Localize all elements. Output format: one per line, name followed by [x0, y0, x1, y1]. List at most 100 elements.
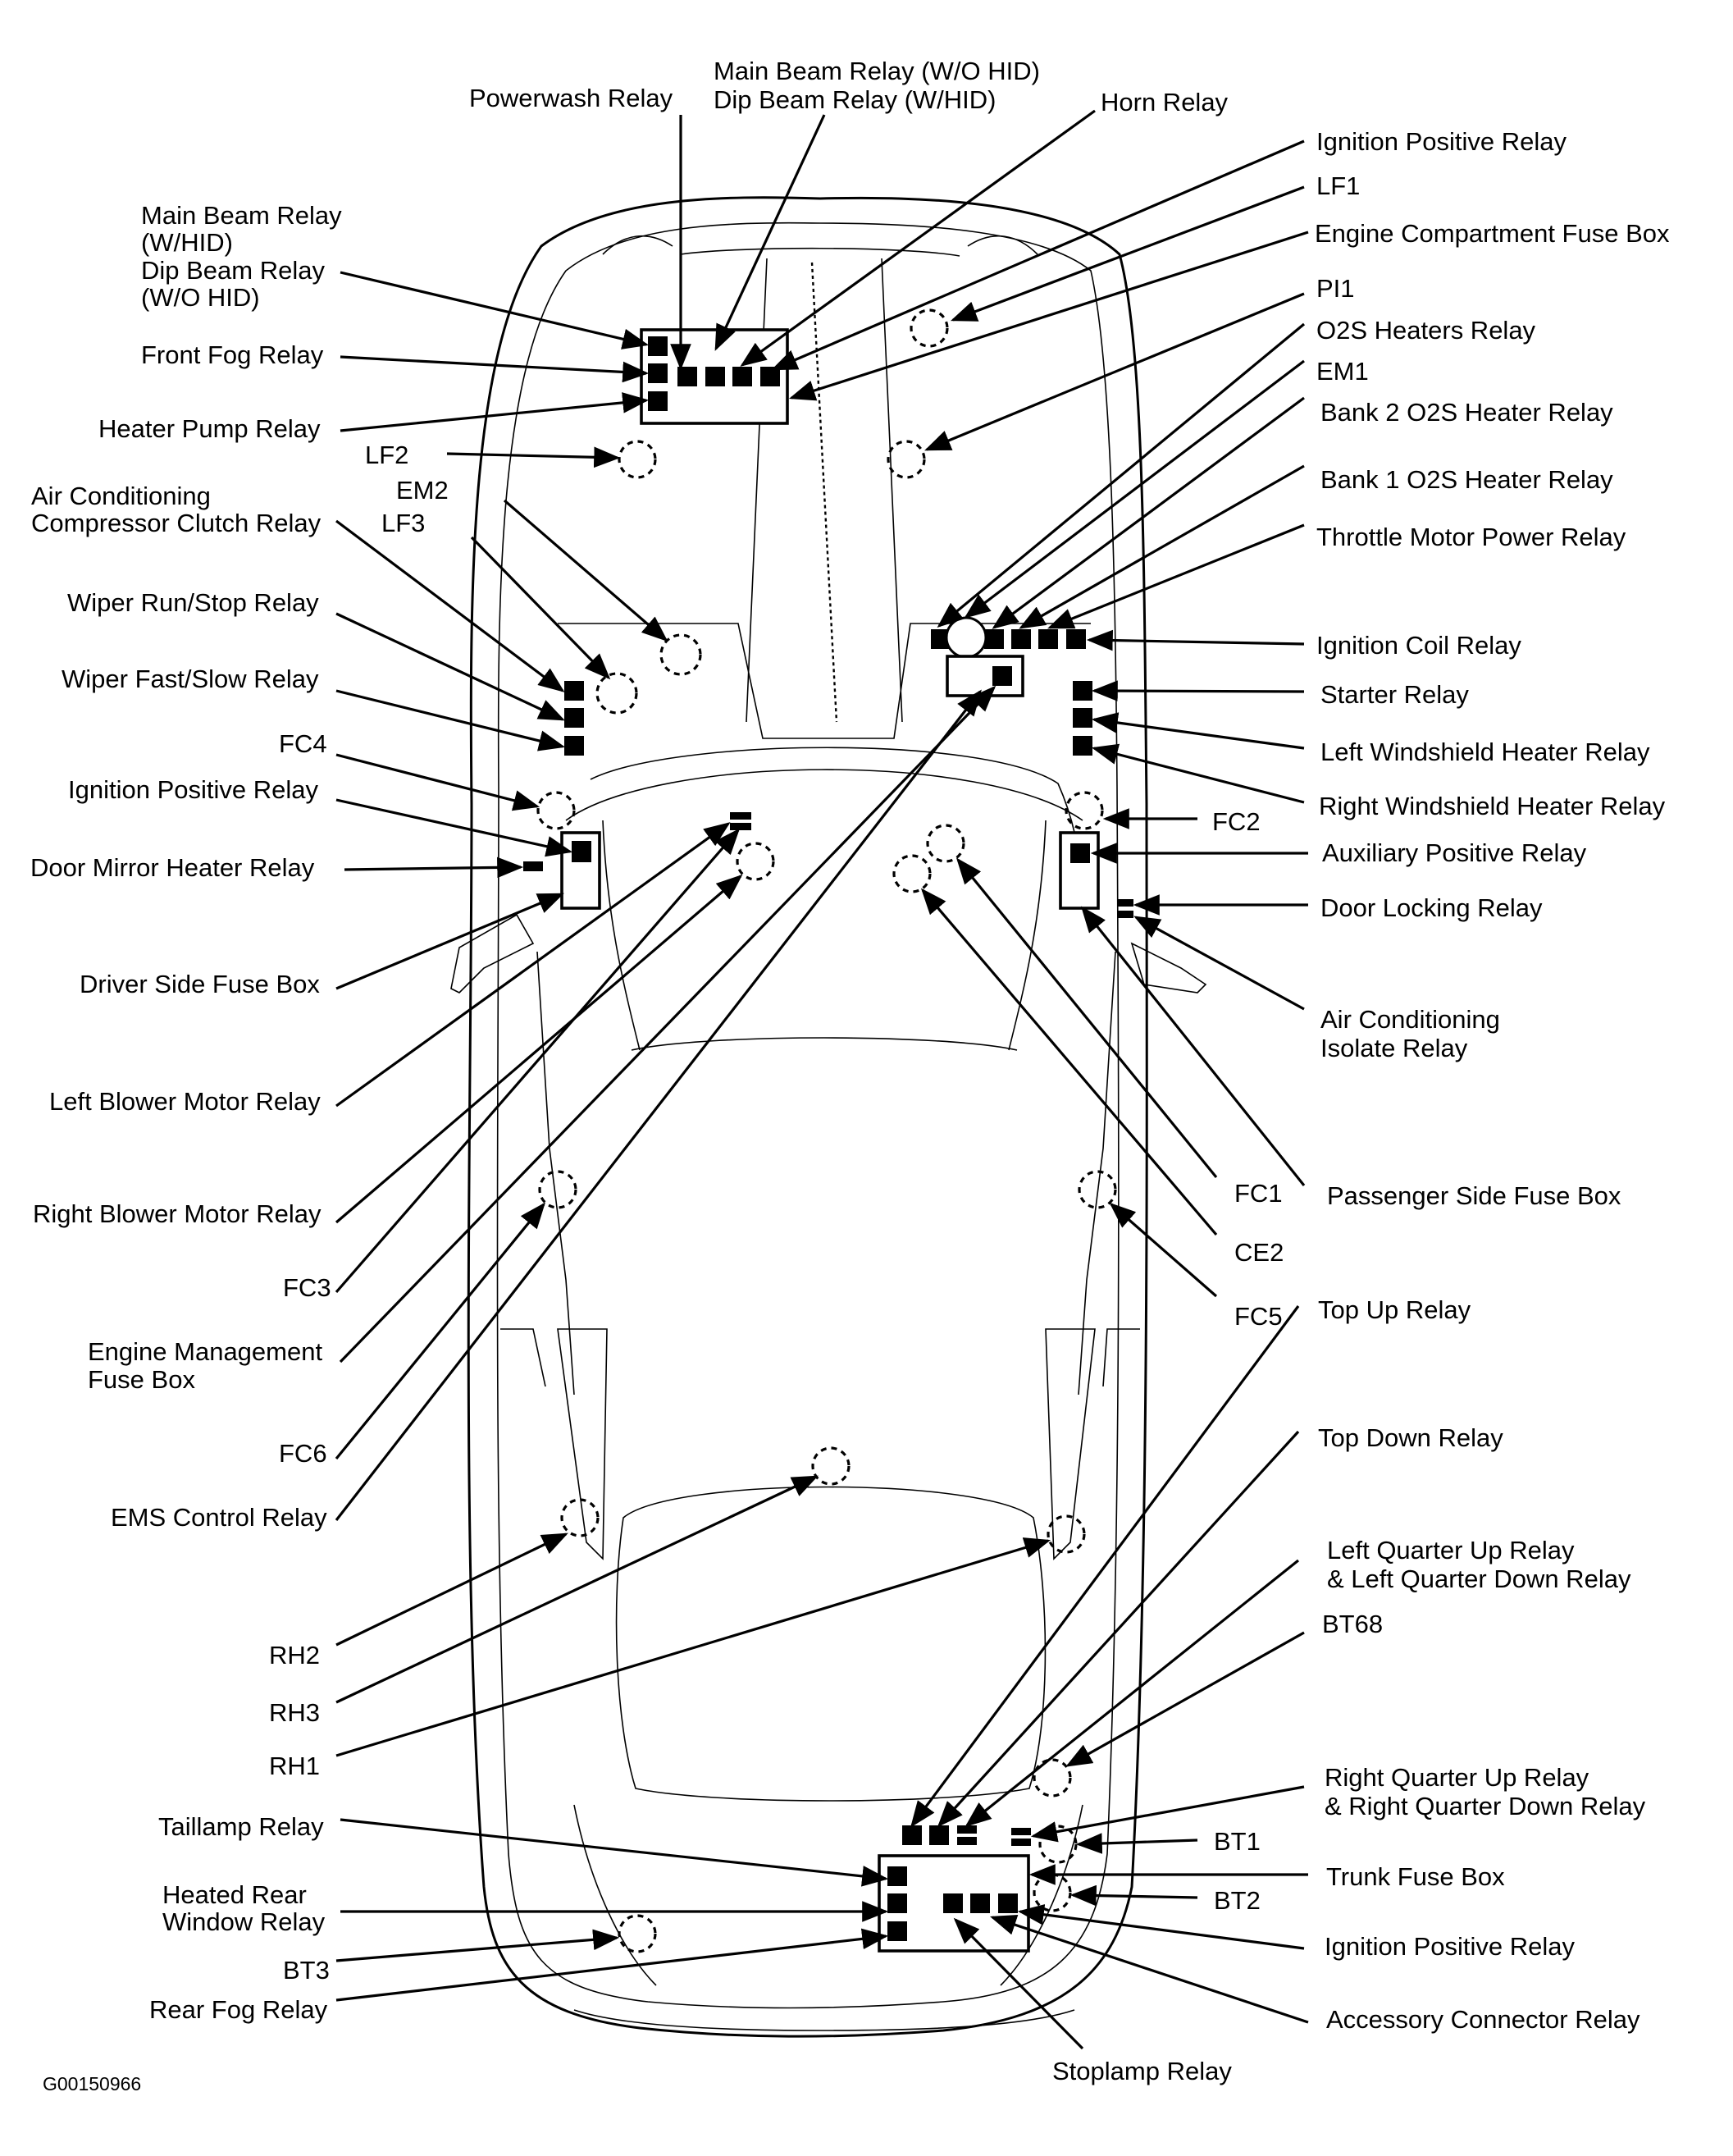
- label-wiper-fast-slow-relay: Wiper Fast/Slow Relay: [62, 665, 319, 693]
- label-ac-compressor-line1: Air Conditioning: [31, 482, 211, 510]
- label-right-windshield-heater-relay: Right Windshield Heater Relay: [1319, 792, 1666, 820]
- label-heated-rear-line1: Heated Rear: [162, 1880, 307, 1909]
- label-main-beam-hid-line1: Main Beam Relay: [141, 201, 342, 230]
- connector-em2: [659, 633, 702, 676]
- connector-fc3: [736, 842, 775, 881]
- label-em1: EM1: [1316, 357, 1369, 386]
- connector-rh1: [1047, 1514, 1086, 1554]
- label-lf2: LF2: [365, 441, 408, 469]
- label-ac-isolate-line1: Air Conditioning: [1320, 1005, 1500, 1034]
- label-bank1-o2s: Bank 1 O2S Heater Relay: [1320, 465, 1613, 494]
- leader-lines: [335, 109, 1309, 2050]
- label-bt1: BT1: [1214, 1827, 1261, 1856]
- label-main-beam-hid-line2: (W/HID): [141, 228, 233, 257]
- label-ignition-positive-relay-left: Ignition Positive Relay: [68, 775, 318, 804]
- label-ignition-positive-relay-top: Ignition Positive Relay: [1316, 127, 1567, 156]
- trunk-fuse-box: [878, 1825, 1031, 1953]
- label-main-beam-line1: Main Beam Relay (W/O HID): [714, 57, 1040, 85]
- connector-fc1: [926, 824, 965, 863]
- blower-relay: [730, 812, 751, 830]
- label-rh2: RH2: [269, 1641, 320, 1670]
- label-throttle-motor-power-relay: Throttle Motor Power Relay: [1316, 523, 1626, 551]
- car-outline: [450, 196, 1207, 2038]
- label-fc1: FC1: [1234, 1179, 1283, 1208]
- label-accessory-connector-relay: Accessory Connector Relay: [1326, 2005, 1640, 2034]
- connector-bt68: [1033, 1758, 1072, 1797]
- label-ac-isolate-line2: Isolate Relay: [1320, 1034, 1468, 1062]
- label-engine-compartment-fuse-box: Engine Compartment Fuse Box: [1315, 219, 1670, 248]
- left-relays: [564, 681, 584, 756]
- label-ac-compressor-line2: Compressor Clutch Relay: [31, 509, 322, 537]
- label-auxiliary-positive-relay: Auxiliary Positive Relay: [1322, 838, 1587, 867]
- label-trunk-fuse-box: Trunk Fuse Box: [1326, 1862, 1505, 1891]
- label-bank2-o2s: Bank 2 O2S Heater Relay: [1320, 398, 1613, 427]
- label-driver-side-fuse-box: Driver Side Fuse Box: [80, 970, 320, 998]
- label-taillamp-relay: Taillamp Relay: [158, 1812, 324, 1841]
- connector-fc2: [1065, 791, 1104, 830]
- label-engine-management-line2: Fuse Box: [88, 1365, 195, 1394]
- figure-id: G00150966: [43, 2073, 141, 2094]
- connector-lf3: [595, 672, 638, 715]
- label-heater-pump-relay: Heater Pump Relay: [98, 414, 321, 443]
- label-fc6: FC6: [279, 1439, 327, 1468]
- label-stoplamp-relay: Stoplamp Relay: [1052, 2057, 1232, 2085]
- label-top-down-relay: Top Down Relay: [1318, 1423, 1503, 1452]
- label-left-quarter-line1: Left Quarter Up Relay: [1327, 1536, 1575, 1564]
- connector-fc6: [538, 1170, 577, 1209]
- label-left-windshield-heater-relay: Left Windshield Heater Relay: [1320, 738, 1650, 766]
- label-o2s-heaters-relay: O2S Heaters Relay: [1316, 316, 1536, 345]
- connector-ce2: [892, 854, 932, 893]
- label-ce2: CE2: [1234, 1238, 1284, 1267]
- label-lf3: LF3: [381, 509, 425, 537]
- label-main-beam-hid-line3: Dip Beam Relay: [141, 256, 325, 285]
- label-wiper-run-stop-relay: Wiper Run/Stop Relay: [67, 588, 319, 617]
- label-bt3: BT3: [283, 1956, 330, 1985]
- label-em2: EM2: [396, 476, 449, 505]
- label-door-mirror-heater-relay: Door Mirror Heater Relay: [30, 853, 315, 882]
- label-door-locking-relay: Door Locking Relay: [1320, 893, 1543, 922]
- connector-fc5: [1078, 1170, 1117, 1209]
- label-rh3: RH3: [269, 1698, 320, 1727]
- label-rh1: RH1: [269, 1752, 320, 1780]
- label-fc3: FC3: [283, 1273, 331, 1302]
- label-heated-rear-line2: Window Relay: [162, 1907, 326, 1936]
- label-main-beam-hid-line4: (W/O HID): [141, 283, 260, 312]
- label-ignition-positive-relay-bottom: Ignition Positive Relay: [1325, 1932, 1575, 1961]
- label-ignition-coil-relay: Ignition Coil Relay: [1316, 631, 1521, 660]
- label-lf1: LF1: [1316, 171, 1360, 200]
- callout-labels: Powerwash Relay Main Beam Relay (W/O HID…: [30, 57, 1670, 2094]
- label-horn-relay: Horn Relay: [1101, 88, 1229, 116]
- label-fc4: FC4: [279, 729, 327, 758]
- label-main-beam-line2: Dip Beam Relay (W/HID): [714, 85, 996, 114]
- label-starter-relay: Starter Relay: [1320, 680, 1469, 709]
- label-right-quarter-line1: Right Quarter Up Relay: [1325, 1763, 1589, 1792]
- label-pi1: PI1: [1316, 274, 1355, 303]
- label-engine-management-line1: Engine Management: [88, 1337, 322, 1366]
- label-rear-fog-relay: Rear Fog Relay: [149, 1995, 328, 2024]
- connector-lf1: [910, 308, 949, 348]
- label-fc5: FC5: [1234, 1302, 1283, 1331]
- label-fc2: FC2: [1212, 807, 1261, 836]
- label-passenger-side-fuse-box: Passenger Side Fuse Box: [1327, 1181, 1621, 1210]
- engine-compartment-fuse-box: [640, 328, 789, 425]
- label-front-fog-relay: Front Fog Relay: [141, 340, 324, 369]
- connector-bt3: [618, 1914, 657, 1953]
- connector-bt2: [1033, 1873, 1072, 1912]
- label-right-quarter-line2: & Right Quarter Down Relay: [1325, 1792, 1646, 1820]
- connector-lf2: [618, 440, 657, 479]
- label-bt2: BT2: [1214, 1886, 1261, 1915]
- label-left-quarter-line2: & Left Quarter Down Relay: [1327, 1564, 1631, 1593]
- label-ems-control-relay: EMS Control Relay: [111, 1503, 327, 1532]
- passenger-side-fuse-box: [1059, 831, 1133, 918]
- label-powerwash-relay: Powerwash Relay: [469, 84, 673, 112]
- right-relays: [1073, 681, 1092, 756]
- label-right-blower-motor-relay: Right Blower Motor Relay: [33, 1199, 322, 1228]
- connector-rh3: [811, 1446, 851, 1486]
- connector-pi1: [887, 440, 926, 479]
- label-top-up-relay: Top Up Relay: [1318, 1295, 1471, 1324]
- connector-fc4: [536, 791, 576, 830]
- connector-locations: [536, 308, 1117, 1953]
- connector-rh2: [560, 1498, 600, 1537]
- label-left-blower-motor-relay: Left Blower Motor Relay: [49, 1087, 321, 1116]
